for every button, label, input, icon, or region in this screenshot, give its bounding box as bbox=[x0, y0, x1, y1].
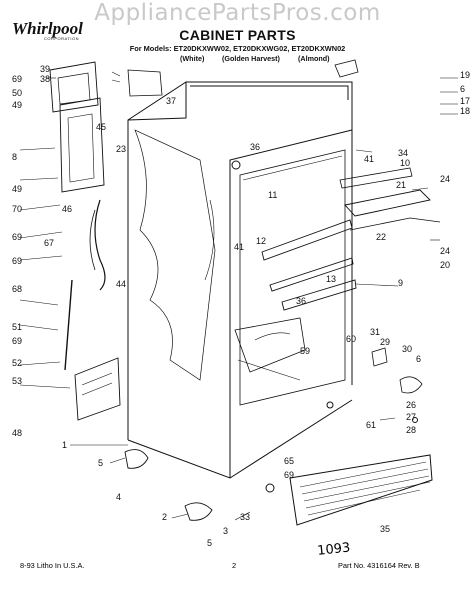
callout-30: 30 bbox=[402, 344, 412, 354]
callout-61: 61 bbox=[366, 420, 376, 430]
callout-52: 52 bbox=[12, 358, 22, 368]
callout-24: 24 bbox=[440, 246, 450, 256]
callout-59: 59 bbox=[300, 346, 310, 356]
color-white: (White) bbox=[180, 54, 205, 63]
callout-21: 21 bbox=[396, 180, 406, 190]
callout-2: 2 bbox=[162, 512, 167, 522]
callout-10: 10 bbox=[400, 158, 410, 168]
footer-page: 2 bbox=[232, 561, 236, 570]
page-title: CABINET PARTS bbox=[179, 27, 296, 43]
callout-69: 69 bbox=[284, 470, 294, 480]
callout-31: 31 bbox=[370, 327, 380, 337]
callout-17: 17 bbox=[460, 96, 470, 106]
callout-26: 26 bbox=[406, 400, 416, 410]
callout-46: 46 bbox=[62, 204, 72, 214]
callout-36: 36 bbox=[296, 296, 306, 306]
callout-22: 22 bbox=[376, 232, 386, 242]
callout-49: 49 bbox=[12, 184, 22, 194]
callout-45: 45 bbox=[96, 122, 106, 132]
callout-4: 4 bbox=[116, 492, 121, 502]
callout-33: 33 bbox=[240, 512, 250, 522]
callout-37: 37 bbox=[166, 96, 176, 106]
callout-20: 20 bbox=[440, 260, 450, 270]
callout-13: 13 bbox=[326, 274, 336, 284]
callout-8: 8 bbox=[12, 152, 17, 162]
callout-67: 67 bbox=[44, 238, 54, 248]
callout-34: 34 bbox=[398, 148, 408, 158]
callout-69: 69 bbox=[12, 256, 22, 266]
callout-41: 41 bbox=[234, 242, 244, 252]
callout-39: 39 bbox=[40, 64, 50, 74]
callout-60: 60 bbox=[346, 334, 356, 344]
footer-left: 8-93 Litho In U.S.A. bbox=[20, 561, 85, 570]
callout-50: 50 bbox=[12, 88, 22, 98]
callout-28: 28 bbox=[406, 425, 416, 435]
model-list: For Models: ET20DKXWW02, ET20DKXWG02, ET… bbox=[129, 44, 346, 53]
callout-19: 19 bbox=[460, 70, 470, 80]
callout-69: 69 bbox=[12, 232, 22, 242]
callout-27: 27 bbox=[406, 412, 416, 422]
callout-5: 5 bbox=[98, 458, 103, 468]
callout-6: 6 bbox=[416, 354, 421, 364]
footer-right: Part No. 4316164 Rev. B bbox=[338, 561, 420, 570]
color-almond: (Almond) bbox=[298, 54, 330, 63]
callout-24: 24 bbox=[440, 174, 450, 184]
callout-51: 51 bbox=[12, 322, 22, 332]
callout-9: 9 bbox=[398, 278, 403, 288]
brand-logo: Whirlpool bbox=[12, 19, 83, 38]
handwritten-note: 1093 bbox=[317, 540, 351, 558]
callout-23: 23 bbox=[116, 144, 126, 154]
callout-18: 18 bbox=[460, 106, 470, 116]
callout-3: 3 bbox=[223, 526, 228, 536]
callout-48: 48 bbox=[12, 428, 22, 438]
callout-65: 65 bbox=[284, 456, 294, 466]
callout-35: 35 bbox=[380, 524, 390, 534]
callout-49: 49 bbox=[12, 100, 22, 110]
leader-lines bbox=[19, 71, 458, 521]
callout-68: 68 bbox=[12, 284, 22, 294]
callout-1: 1 bbox=[62, 440, 67, 450]
callout-44: 44 bbox=[116, 279, 126, 289]
watermark: AppliancePartsPros.com bbox=[94, 0, 381, 26]
callout-70: 70 bbox=[12, 204, 22, 214]
color-golden: (Golden Harvest) bbox=[222, 54, 280, 63]
callout-29: 29 bbox=[380, 337, 390, 347]
callout-69: 69 bbox=[12, 74, 22, 84]
callout-12: 12 bbox=[256, 236, 266, 246]
brand-sub: CORPORATION bbox=[44, 36, 79, 41]
callout-38: 38 bbox=[40, 74, 50, 84]
callout-53: 53 bbox=[12, 376, 22, 386]
callout-36: 36 bbox=[250, 142, 260, 152]
callout-11: 11 bbox=[268, 190, 277, 200]
callout-69: 69 bbox=[12, 336, 22, 346]
callout-41: 41 bbox=[364, 154, 374, 164]
callout-5: 5 bbox=[207, 538, 212, 548]
callout-6: 6 bbox=[460, 84, 465, 94]
cabinet-drawing bbox=[49, 59, 441, 526]
